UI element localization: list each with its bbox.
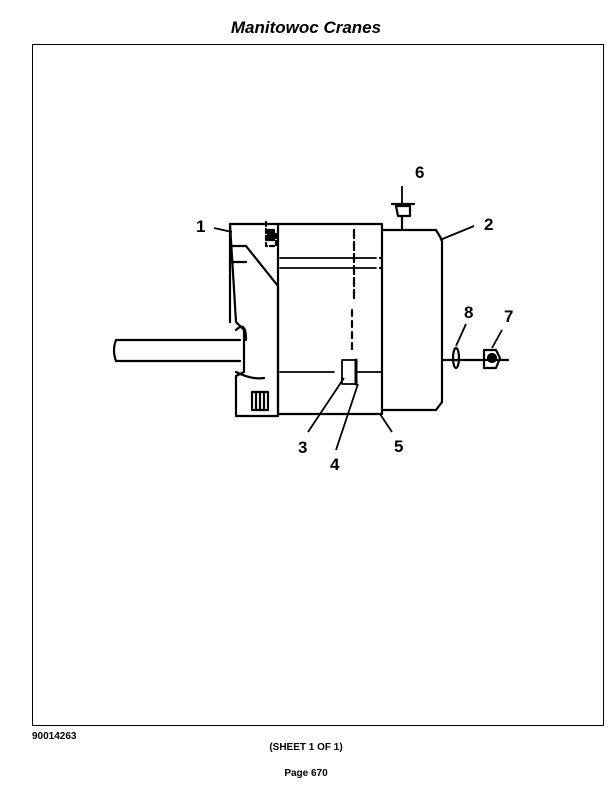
callout-6: 6: [415, 163, 424, 182]
breather-part-6: [390, 202, 416, 230]
document-number: 90014263: [32, 731, 77, 742]
leader-8: [455, 323, 467, 347]
o-ring-part-8: [451, 346, 461, 370]
leader-3: [307, 377, 345, 433]
mounting-flange: [228, 222, 280, 418]
leader-1: [213, 227, 233, 233]
leader-2: [439, 225, 475, 241]
main-housing: [276, 222, 384, 416]
page-number: Page 670: [284, 768, 328, 779]
spacer-part-3: [341, 359, 357, 385]
callout-2: 2: [484, 215, 493, 234]
callout-1: 1: [196, 217, 205, 236]
callout-8: 8: [464, 303, 473, 322]
callout-3: 3: [298, 438, 307, 457]
callout-7: 7: [504, 307, 513, 326]
header-title: Manitowoc Cranes: [230, 18, 382, 37]
plug-part-7: [482, 348, 502, 370]
input-shaft: [112, 338, 242, 363]
rear-cover: [380, 228, 444, 412]
callout-5: 5: [394, 437, 403, 456]
drawing-frame: [32, 44, 604, 726]
leader-5: [379, 413, 393, 433]
leader-7: [491, 329, 503, 349]
leader-4: [335, 383, 359, 451]
callout-4: 4: [330, 455, 340, 474]
sheet-label: (SHEET 1 OF 1): [269, 742, 343, 753]
